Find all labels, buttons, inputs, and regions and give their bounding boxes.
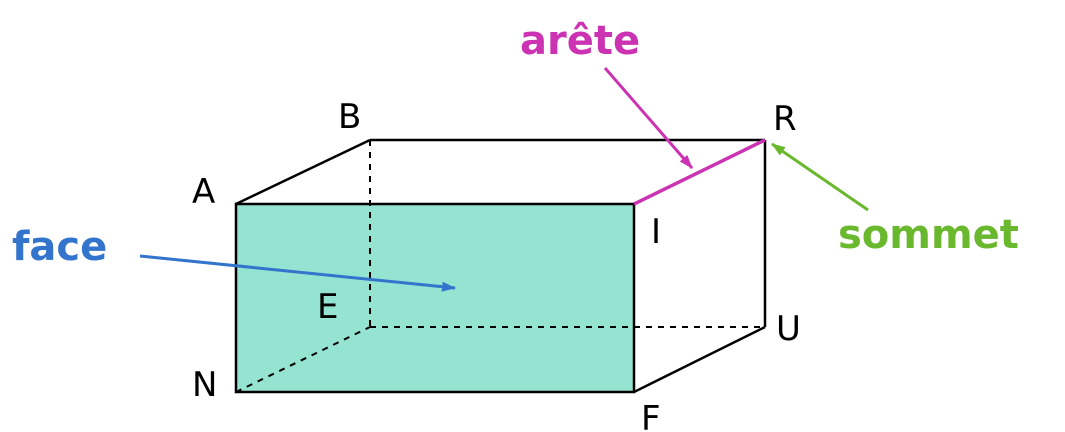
edge-AB bbox=[235, 138, 371, 206]
vertex-label-F: F bbox=[641, 399, 661, 432]
vertex-term-label: sommet bbox=[838, 212, 1019, 258]
face-arrow bbox=[139, 254, 456, 292]
edge-term-label: arête bbox=[520, 18, 640, 64]
hidden-edge-NE bbox=[235, 326, 371, 393]
edge-arrow bbox=[603, 67, 694, 169]
vertex-label-N: N bbox=[192, 365, 217, 405]
vertex-label-E: E bbox=[317, 287, 338, 327]
vertex-label-B: B bbox=[338, 97, 361, 137]
vertex-label-R: R bbox=[773, 99, 797, 139]
vertex-label-A: A bbox=[192, 172, 215, 212]
highlighted-edge-IR bbox=[633, 138, 766, 206]
vertex-label-I: I bbox=[651, 212, 661, 252]
edge-FU bbox=[633, 325, 766, 394]
front-face bbox=[234, 202, 636, 394]
vertex-arrow bbox=[771, 142, 869, 212]
vertex-label-U: U bbox=[776, 309, 801, 349]
face-term-label: face bbox=[12, 224, 107, 270]
